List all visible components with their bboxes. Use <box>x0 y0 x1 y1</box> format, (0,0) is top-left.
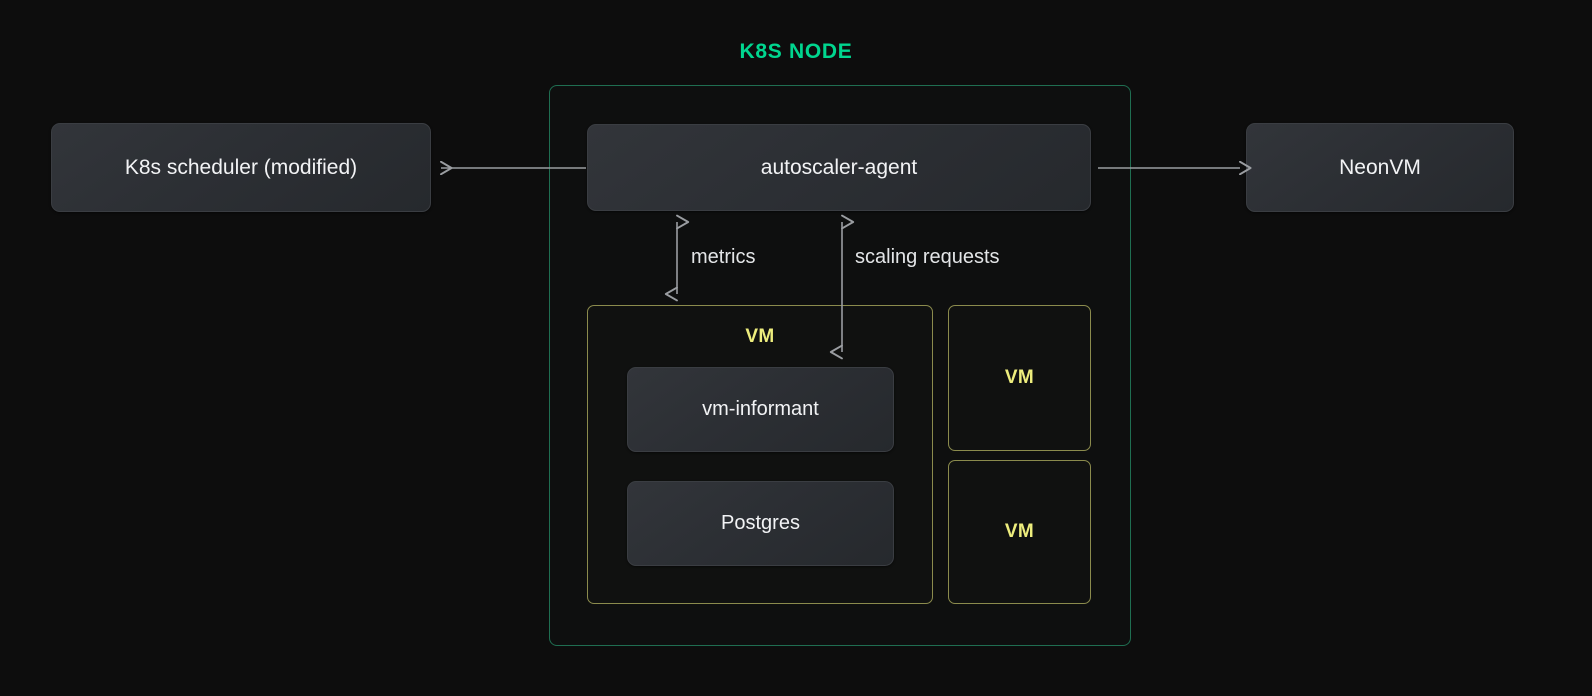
node-vm-informant-label: vm-informant <box>702 398 819 420</box>
node-k8s-scheduler[interactable]: K8s scheduler (modified) <box>51 123 431 212</box>
vm-box-secondary-2[interactable]: VM <box>948 460 1091 604</box>
vm-box-secondary-1-label: VM <box>1004 367 1035 388</box>
node-postgres[interactable]: Postgres <box>627 481 894 566</box>
node-neonvm[interactable]: NeonVM <box>1246 123 1514 212</box>
vm-box-secondary-2-label: VM <box>1004 521 1035 542</box>
node-autoscaler-agent-label: autoscaler-agent <box>760 155 918 179</box>
node-k8s-scheduler-label: K8s scheduler (modified) <box>124 155 358 179</box>
node-autoscaler-agent[interactable]: autoscaler-agent <box>587 124 1091 211</box>
vm-box-secondary-1[interactable]: VM <box>948 305 1091 451</box>
vm-box-primary-label: VM <box>745 326 775 347</box>
node-vm-informant[interactable]: vm-informant <box>627 367 894 452</box>
page-title: K8S NODE <box>739 40 853 63</box>
connector-label-metrics: metrics <box>691 246 756 268</box>
node-postgres-label: Postgres <box>721 512 800 534</box>
connector-label-scaling-requests: scaling requests <box>855 246 1000 268</box>
node-neonvm-label: NeonVM <box>1339 155 1421 179</box>
